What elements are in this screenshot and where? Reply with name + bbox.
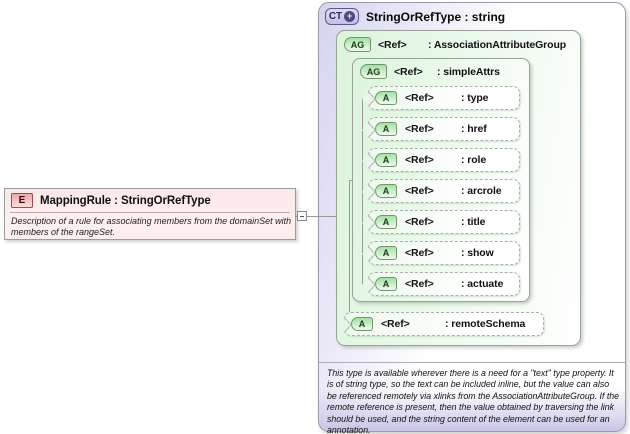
complextype-badge-label: CT <box>328 11 343 22</box>
element-description: Description of a rule for associating me… <box>11 216 292 237</box>
attribute-name: : actuate <box>461 278 504 290</box>
attribute-badge-icon: A <box>375 153 397 167</box>
tree-line <box>349 180 354 181</box>
group-header-simpleattrs[interactable]: AG <Ref> : simpleAttrs <box>360 64 500 79</box>
complextype-title: StringOrRefType : string <box>366 9 506 24</box>
ref-label: <Ref> <box>405 185 434 197</box>
ref-label: <Ref> <box>394 65 423 78</box>
complextype-badge-icon: CT + <box>325 8 359 25</box>
element-badge-icon: E <box>11 193 33 208</box>
type-annotation-text: This type is available wherever there is… <box>327 368 620 434</box>
attribute-badge-icon: A <box>375 246 397 260</box>
ref-label: <Ref> <box>378 38 407 51</box>
attribute-badge-icon: A <box>375 184 397 198</box>
attributegroup-badge-icon: AG <box>344 37 371 52</box>
attribute-row-href[interactable]: A <Ref> : href <box>368 117 520 141</box>
attribute-row-show[interactable]: A <Ref> : show <box>368 241 520 265</box>
attribute-name: : type <box>461 92 489 104</box>
attribute-row-role[interactable]: A <Ref> : role <box>368 148 520 172</box>
attribute-name: : show <box>461 247 494 259</box>
ref-label: <Ref> <box>405 123 434 135</box>
ref-label: <Ref> <box>405 216 434 228</box>
attribute-row-actuate[interactable]: A <Ref> : actuate <box>368 272 520 296</box>
ref-label: <Ref> <box>405 154 434 166</box>
element-separator <box>10 212 290 213</box>
attribute-name: : href <box>461 123 487 135</box>
group-name: : simpleAttrs <box>437 65 500 78</box>
group-header-associationattributegroup[interactable]: AG <Ref> : AssociationAttributeGroup <box>344 37 566 52</box>
attribute-badge-icon: A <box>375 215 397 229</box>
ref-label: <Ref> <box>381 318 410 330</box>
attribute-row-arcrole[interactable]: A <Ref> : arcrole <box>368 179 520 203</box>
connector-line <box>296 216 362 217</box>
attributegroup-badge-icon: AG <box>360 64 387 79</box>
element-title: MappingRule : StringOrRefType <box>40 194 211 207</box>
collapse-toggle[interactable] <box>297 211 307 221</box>
footer-separator <box>319 362 625 363</box>
ref-label: <Ref> <box>405 92 434 104</box>
attribute-row-type[interactable]: A <Ref> : type <box>368 86 520 110</box>
complextype-header: CT + StringOrRefType : string <box>325 8 505 25</box>
ref-label: <Ref> <box>405 278 434 290</box>
attribute-row-title[interactable]: A <Ref> : title <box>368 210 520 234</box>
attribute-row-remoteschema[interactable]: A <Ref> : remoteSchema <box>344 312 544 336</box>
plus-icon: + <box>344 11 356 22</box>
attribute-name: : remoteSchema <box>445 318 526 330</box>
element-header[interactable]: E MappingRule : StringOrRefType <box>11 193 211 208</box>
attribute-badge-icon: A <box>375 91 397 105</box>
ref-label: <Ref> <box>405 247 434 259</box>
group-name: : AssociationAttributeGroup <box>428 38 567 51</box>
element-node-mappingrule: E MappingRule : StringOrRefType Descript… <box>4 188 296 240</box>
attribute-badge-icon: A <box>351 317 373 331</box>
tree-line <box>349 180 350 324</box>
attribute-name: : arcrole <box>461 185 502 197</box>
attribute-name: : title <box>461 216 486 228</box>
attribute-badge-icon: A <box>375 122 397 136</box>
attribute-badge-icon: A <box>375 277 397 291</box>
attribute-name: : role <box>461 154 487 166</box>
